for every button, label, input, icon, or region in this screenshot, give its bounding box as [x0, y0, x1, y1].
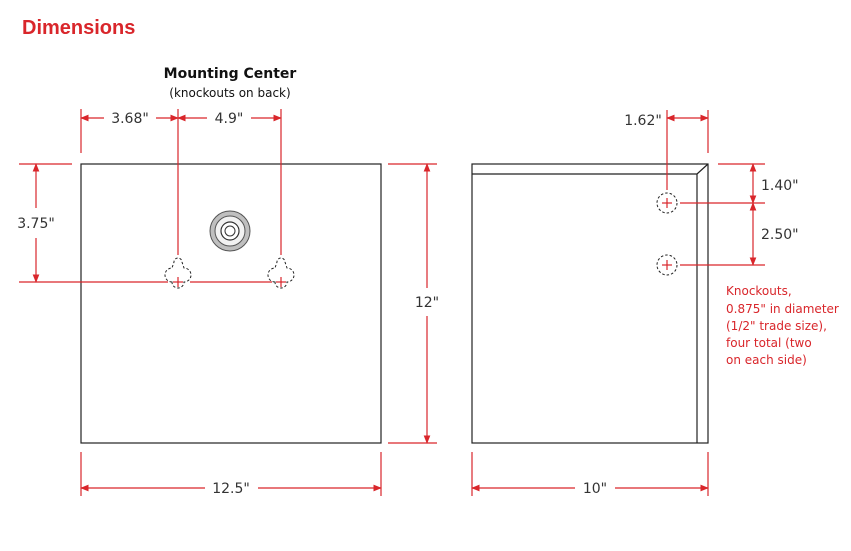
- knockout-note-line: on each side): [726, 353, 807, 367]
- dim-spacing: 4.9": [177, 111, 282, 127]
- side-view: 1.62" 1.40" 2.50" 10" Knockouts, 0.875" …: [471, 110, 843, 497]
- dim-height-to-center-label: 3.75": [17, 216, 55, 232]
- knockout-note-line: Knockouts,: [726, 284, 792, 298]
- knockout-note-line: (1/2" trade size),: [726, 319, 827, 333]
- dim-depth: 10": [471, 481, 709, 497]
- dim-width-label: 12.5": [212, 481, 250, 497]
- center-mark-right: [276, 277, 286, 287]
- dim-width: 12.5": [80, 481, 382, 497]
- front-view: Mounting Center (knockouts on back): [17, 66, 439, 497]
- dim-top-to-knockout: 1.40": [749, 163, 799, 204]
- dim-height-label: 12": [415, 295, 439, 311]
- page-title: Dimensions: [22, 17, 135, 39]
- dim-height: 12": [415, 163, 439, 444]
- dim-left-offset: 3.68": [80, 111, 179, 127]
- knockout-upper-icon: [656, 192, 678, 214]
- keyhole-slot-left-icon: [164, 257, 192, 289]
- knockout-lower-icon: [656, 254, 678, 276]
- dim-knockout-spacing: 2.50": [749, 202, 799, 266]
- mounting-center-subheading: (knockouts on back): [169, 86, 290, 100]
- center-mark-left: [173, 277, 183, 287]
- mounting-center-heading: Mounting Center: [164, 66, 297, 82]
- dim-depth-label: 10": [583, 481, 607, 497]
- dim-knockout-spacing-label: 2.50": [761, 227, 799, 243]
- dim-top-to-knockout-label: 1.40": [761, 178, 799, 194]
- side-panel: [471, 163, 709, 444]
- knockout-note-line: four total (two: [726, 336, 812, 350]
- front-panel: [80, 163, 382, 444]
- mounting-hub-icon: [209, 210, 251, 252]
- dim-left-offset-label: 3.68": [111, 111, 149, 127]
- keyhole-slot-right-icon: [267, 257, 295, 289]
- knockout-note: Knockouts, 0.875" in diameter (1/2" trad…: [726, 284, 843, 367]
- dim-knockout-offset: 1.62": [624, 113, 709, 129]
- dim-knockout-offset-label: 1.62": [624, 113, 662, 129]
- dim-spacing-label: 4.9": [215, 111, 244, 127]
- knockout-note-line: 0.875" in diameter: [726, 302, 839, 316]
- dim-height-to-center: 3.75": [17, 163, 55, 283]
